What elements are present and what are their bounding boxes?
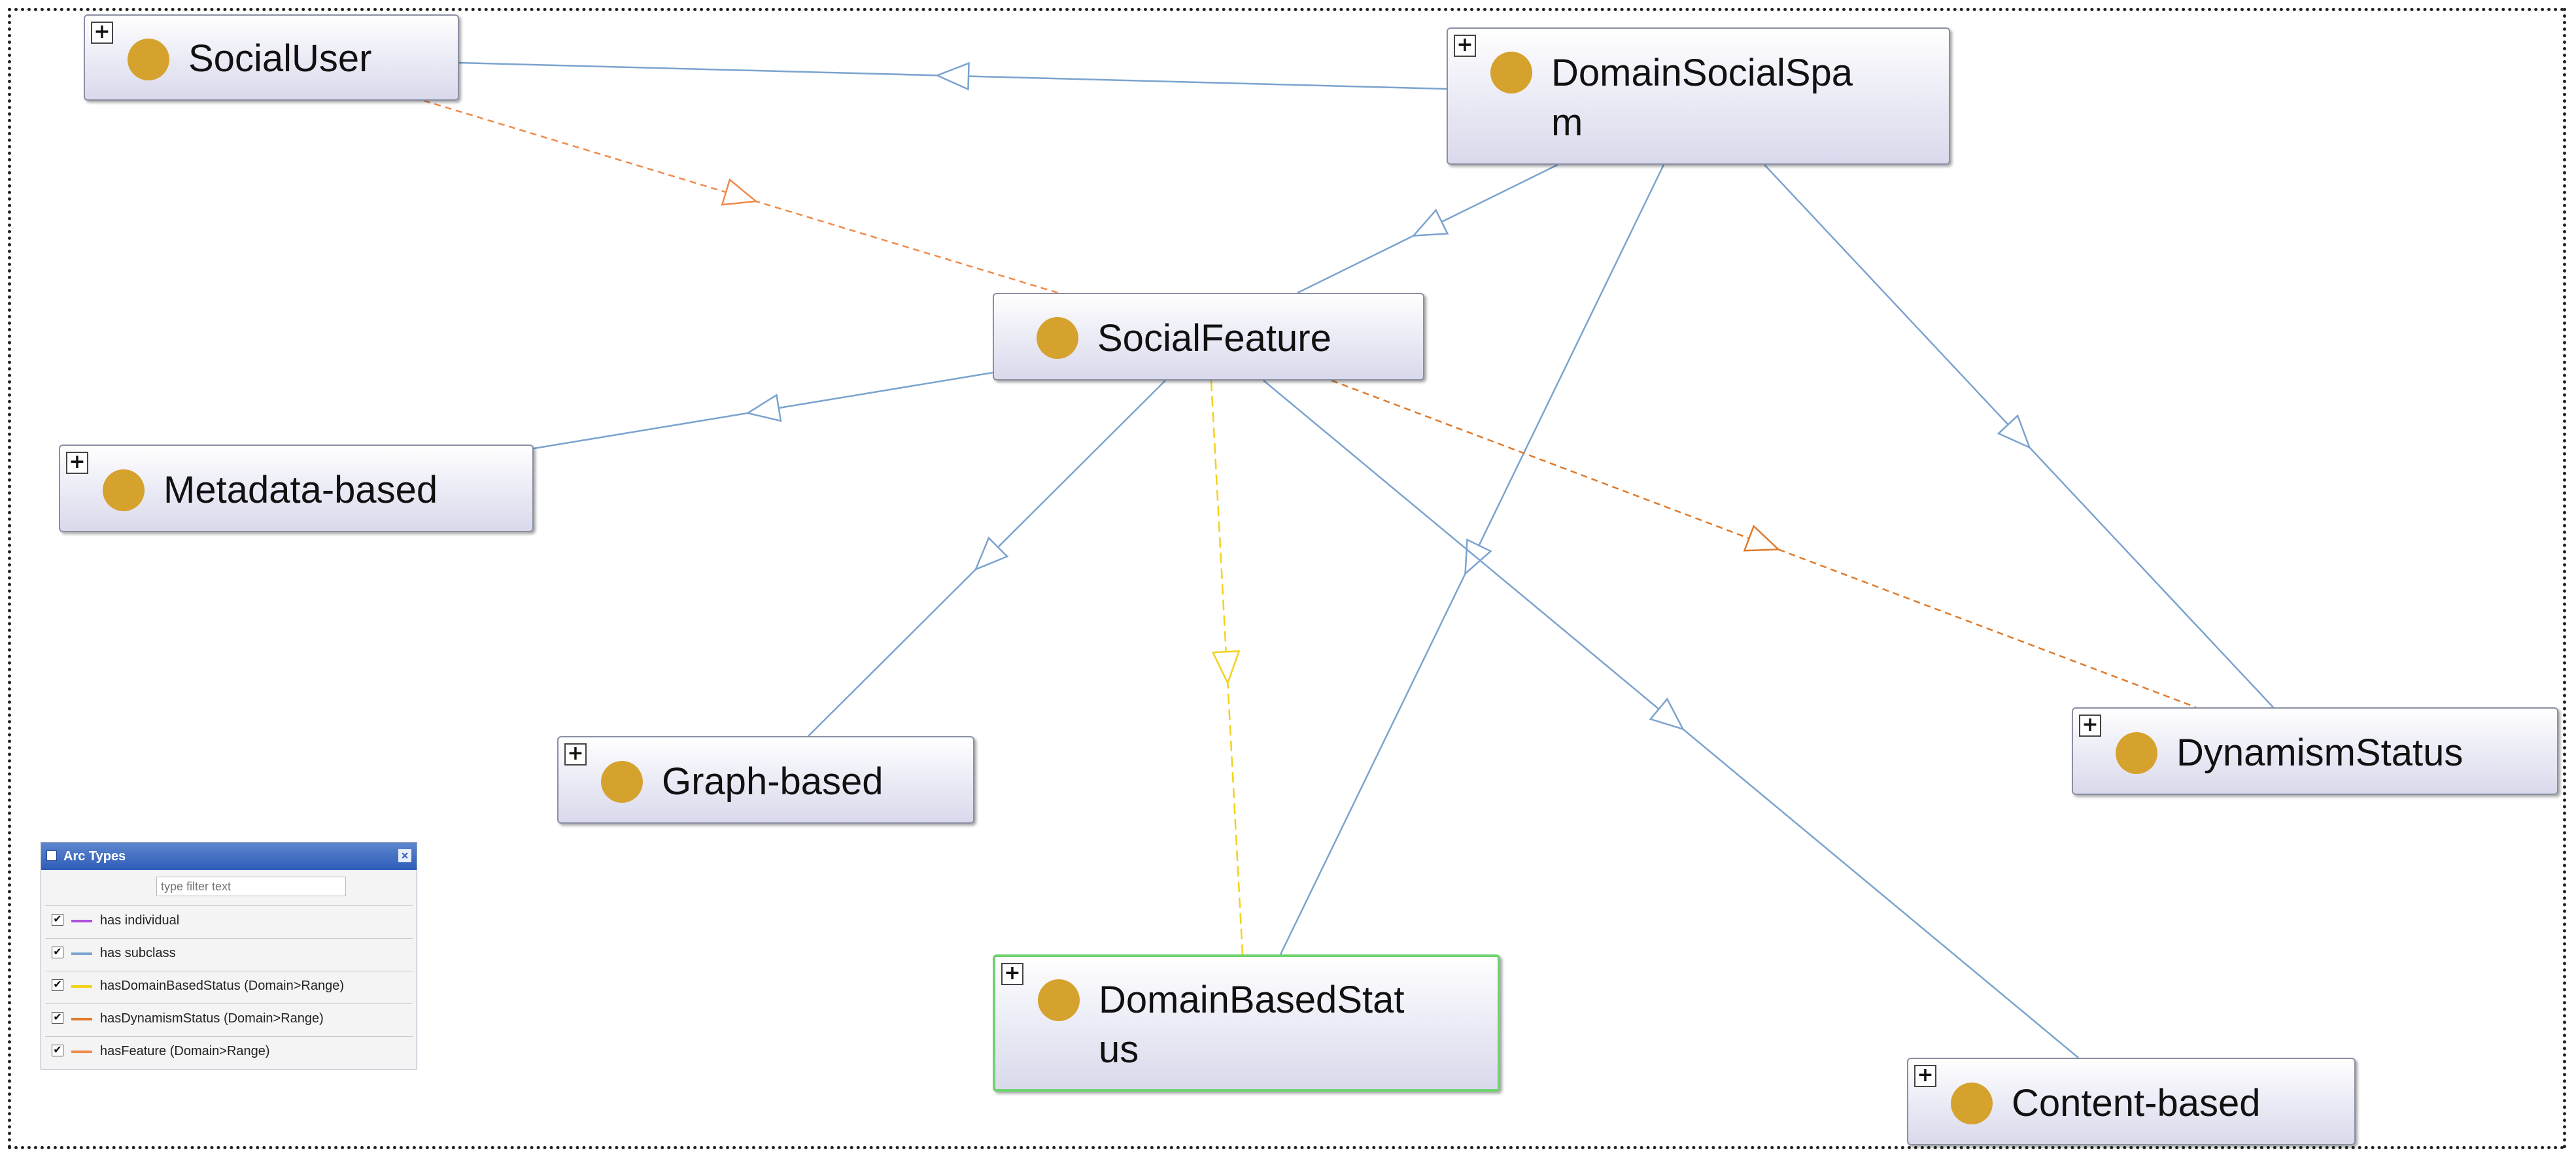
checkbox[interactable]: ✔ xyxy=(52,947,63,958)
expand-icon[interactable]: + xyxy=(564,743,587,766)
arc-social-feature-to-graph-based xyxy=(808,380,1166,737)
class-icon xyxy=(128,39,169,80)
class-icon xyxy=(601,761,643,803)
arc-type-label: has subclass xyxy=(100,946,176,960)
node-label: SocialFeature xyxy=(1097,317,1331,360)
node-domain-based-status[interactable]: + DomainBasedStat us xyxy=(993,954,1500,1092)
expand-icon[interactable]: + xyxy=(2079,715,2101,737)
node-label: Graph-based xyxy=(662,760,884,803)
node-label: Content-based xyxy=(2012,1082,2261,1124)
arrowhead xyxy=(1649,698,1685,731)
checkbox[interactable]: ✔ xyxy=(52,1045,63,1056)
node-label-line-1: DomainSocialSpa xyxy=(1551,52,1853,94)
arc-color-swatch xyxy=(71,1051,92,1053)
expand-icon[interactable]: + xyxy=(1914,1065,1936,1087)
arc-type-label: has individual xyxy=(100,913,180,928)
arc-color-swatch xyxy=(71,920,92,922)
node-dynamism-status[interactable]: + DynamismStatus xyxy=(2072,707,2558,795)
arrowhead xyxy=(746,394,782,422)
node-metadata-based[interactable]: + Metadata-based xyxy=(59,445,534,532)
arrowhead xyxy=(974,536,1009,571)
arc-filter-input[interactable] xyxy=(156,877,346,896)
expand-icon[interactable]: + xyxy=(91,22,113,44)
arrowhead xyxy=(1997,414,2031,449)
arc-domain-social-spam-to-social-user xyxy=(458,61,1447,91)
checkbox[interactable]: ✔ xyxy=(52,1012,63,1024)
node-label: Metadata-based xyxy=(163,469,438,511)
arrowhead xyxy=(1411,209,1449,237)
panel-icon xyxy=(46,850,57,861)
arrowhead xyxy=(935,61,970,91)
class-icon xyxy=(103,469,145,511)
arc-types-panel: Arc Types × ✔ has individual ✔ has subcl… xyxy=(41,842,417,1069)
class-icon xyxy=(2116,732,2157,774)
arc-color-swatch xyxy=(71,952,92,955)
arc-social-feature-to-content-based xyxy=(1263,380,2079,1058)
arc-domain-social-spam-to-domain-based-status xyxy=(1279,164,1665,955)
arrowhead xyxy=(721,178,759,206)
expand-icon[interactable]: + xyxy=(1001,963,1023,985)
node-social-user[interactable]: + SocialUser xyxy=(84,14,459,101)
arrowhead xyxy=(1464,538,1492,576)
close-icon[interactable]: × xyxy=(398,849,411,862)
arc-type-label: hasDynamismStatus (Domain>Range) xyxy=(100,1011,324,1026)
arc-domain-social-spam-to-social-feature xyxy=(1297,163,1558,294)
class-icon xyxy=(1037,317,1078,359)
arc-color-swatch xyxy=(71,1018,92,1020)
panel-title: Arc Types xyxy=(63,849,126,864)
node-social-feature[interactable]: SocialFeature xyxy=(993,293,1424,380)
class-icon xyxy=(1951,1083,1993,1124)
node-graph-based[interactable]: + Graph-based xyxy=(557,736,974,824)
node-label: DynamismStatus xyxy=(2176,732,2464,774)
expand-icon[interactable]: + xyxy=(66,452,88,474)
checkbox[interactable]: ✔ xyxy=(52,914,63,926)
arc-social-feature-to-dynamism-status xyxy=(1331,379,2197,709)
arc-type-row[interactable]: ✔ has individual xyxy=(45,905,413,935)
class-icon xyxy=(1490,52,1532,93)
node-domain-social-spam[interactable]: + DomainSocialSpa m xyxy=(1447,27,1950,165)
arc-social-feature-to-metadata-based xyxy=(533,371,993,450)
node-label: SocialUser xyxy=(188,37,372,80)
arc-type-row[interactable]: ✔ has subclass xyxy=(45,938,413,968)
arc-type-label: hasDomainBasedStatus (Domain>Range) xyxy=(100,979,344,993)
arc-color-swatch xyxy=(71,985,92,988)
arc-type-label: hasFeature (Domain>Range) xyxy=(100,1044,270,1058)
arrowhead xyxy=(1743,524,1781,552)
panel-title-bar: Arc Types × xyxy=(41,843,417,870)
node-label-line-2: m xyxy=(1551,101,1583,144)
arc-social-user-to-social-feature xyxy=(423,99,1059,294)
canvas-border xyxy=(8,8,2566,1149)
arrowhead xyxy=(1211,650,1241,686)
node-content-based[interactable]: + Content-based xyxy=(1907,1058,2356,1145)
arc-type-row[interactable]: ✔ hasDynamismStatus (Domain>Range) xyxy=(45,1003,413,1033)
checkbox[interactable]: ✔ xyxy=(52,979,63,991)
node-label-line-2: us xyxy=(1099,1028,1139,1071)
arc-social-feature-to-domain-based-status xyxy=(1210,380,1244,955)
expand-icon[interactable]: + xyxy=(1454,35,1476,57)
arc-domain-social-spam-to-dynamism-status xyxy=(1764,164,2274,708)
arc-type-row[interactable]: ✔ hasFeature (Domain>Range) xyxy=(45,1036,413,1066)
arc-type-row[interactable]: ✔ hasDomainBasedStatus (Domain>Range) xyxy=(45,971,413,1000)
node-label-line-1: DomainBasedStat xyxy=(1099,979,1405,1021)
class-icon xyxy=(1038,979,1080,1021)
